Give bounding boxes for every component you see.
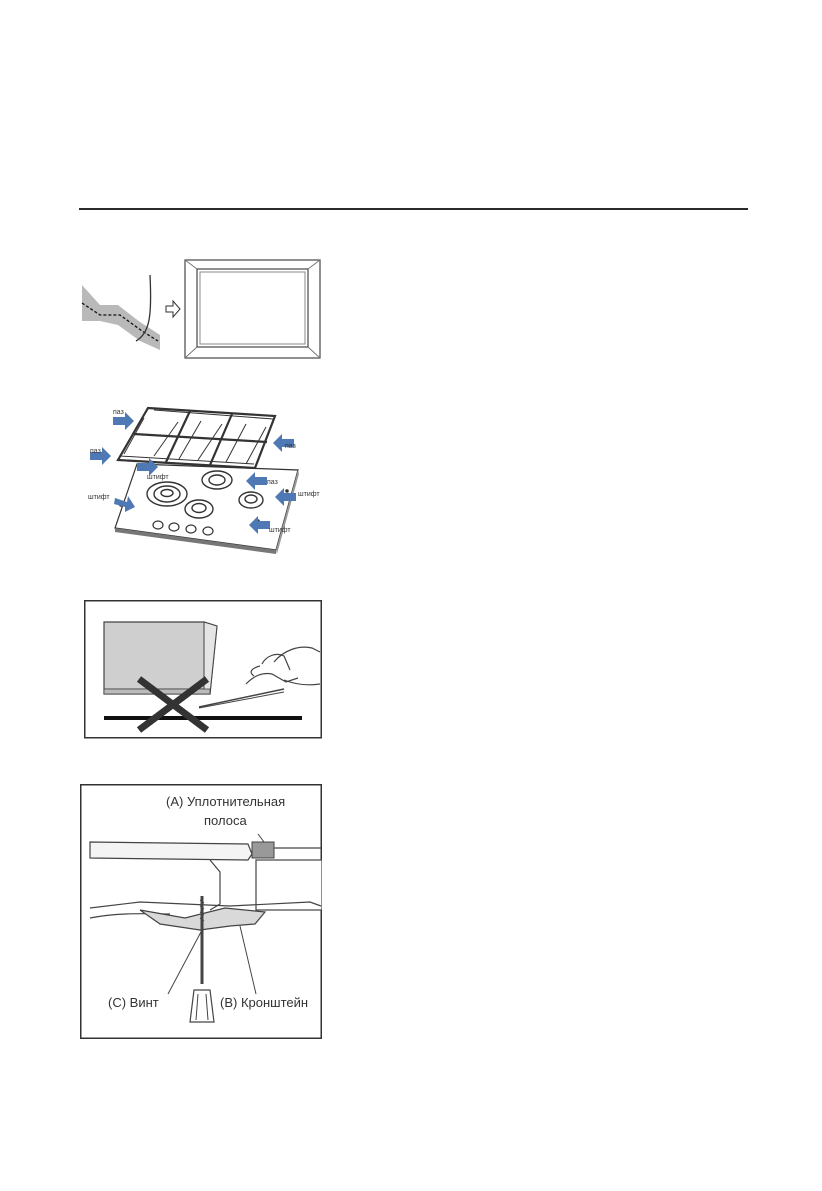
figure-bracket-mounting: (A) Уплотнительная полоса (C) Винт (B) К… [80,784,323,1039]
figure-seal-strip [80,255,325,370]
hob-grates-illustration: паз паз штифт паз паз штифт штифт штифт [88,406,320,554]
no-sharp-tool-illustration [84,600,322,739]
label-groove-3: паз [285,443,296,450]
label-pin-2: штифт [88,494,110,501]
figure-no-sharp-tool [84,600,322,739]
label-groove-4: паз [267,479,278,486]
section-divider [79,208,748,210]
seal-strip-illustration [81,259,321,359]
label-pin-1: штифт [147,474,169,481]
label-groove-1: паз [113,409,124,416]
label-sealing-strip-line2: полоса [204,813,247,828]
figure-hob-grates: паз паз штифт паз паз штифт штифт штифт [80,398,340,558]
frame-outline [184,259,321,359]
label-sealing-strip-line1: (A) Уплотнительная [166,794,285,809]
label-groove-2: паз [90,448,101,455]
label-pin-3: штифт [298,491,320,498]
label-pin-4: штифт [269,527,291,534]
bracket-mounting-illustration: (A) Уплотнительная полоса (C) Винт (B) К… [80,784,323,1039]
cross-mark-icon [136,676,210,733]
label-screw: (C) Винт [108,995,159,1010]
label-bracket: (B) Кронштейн [220,995,308,1010]
arrow-right-icon [165,299,181,319]
